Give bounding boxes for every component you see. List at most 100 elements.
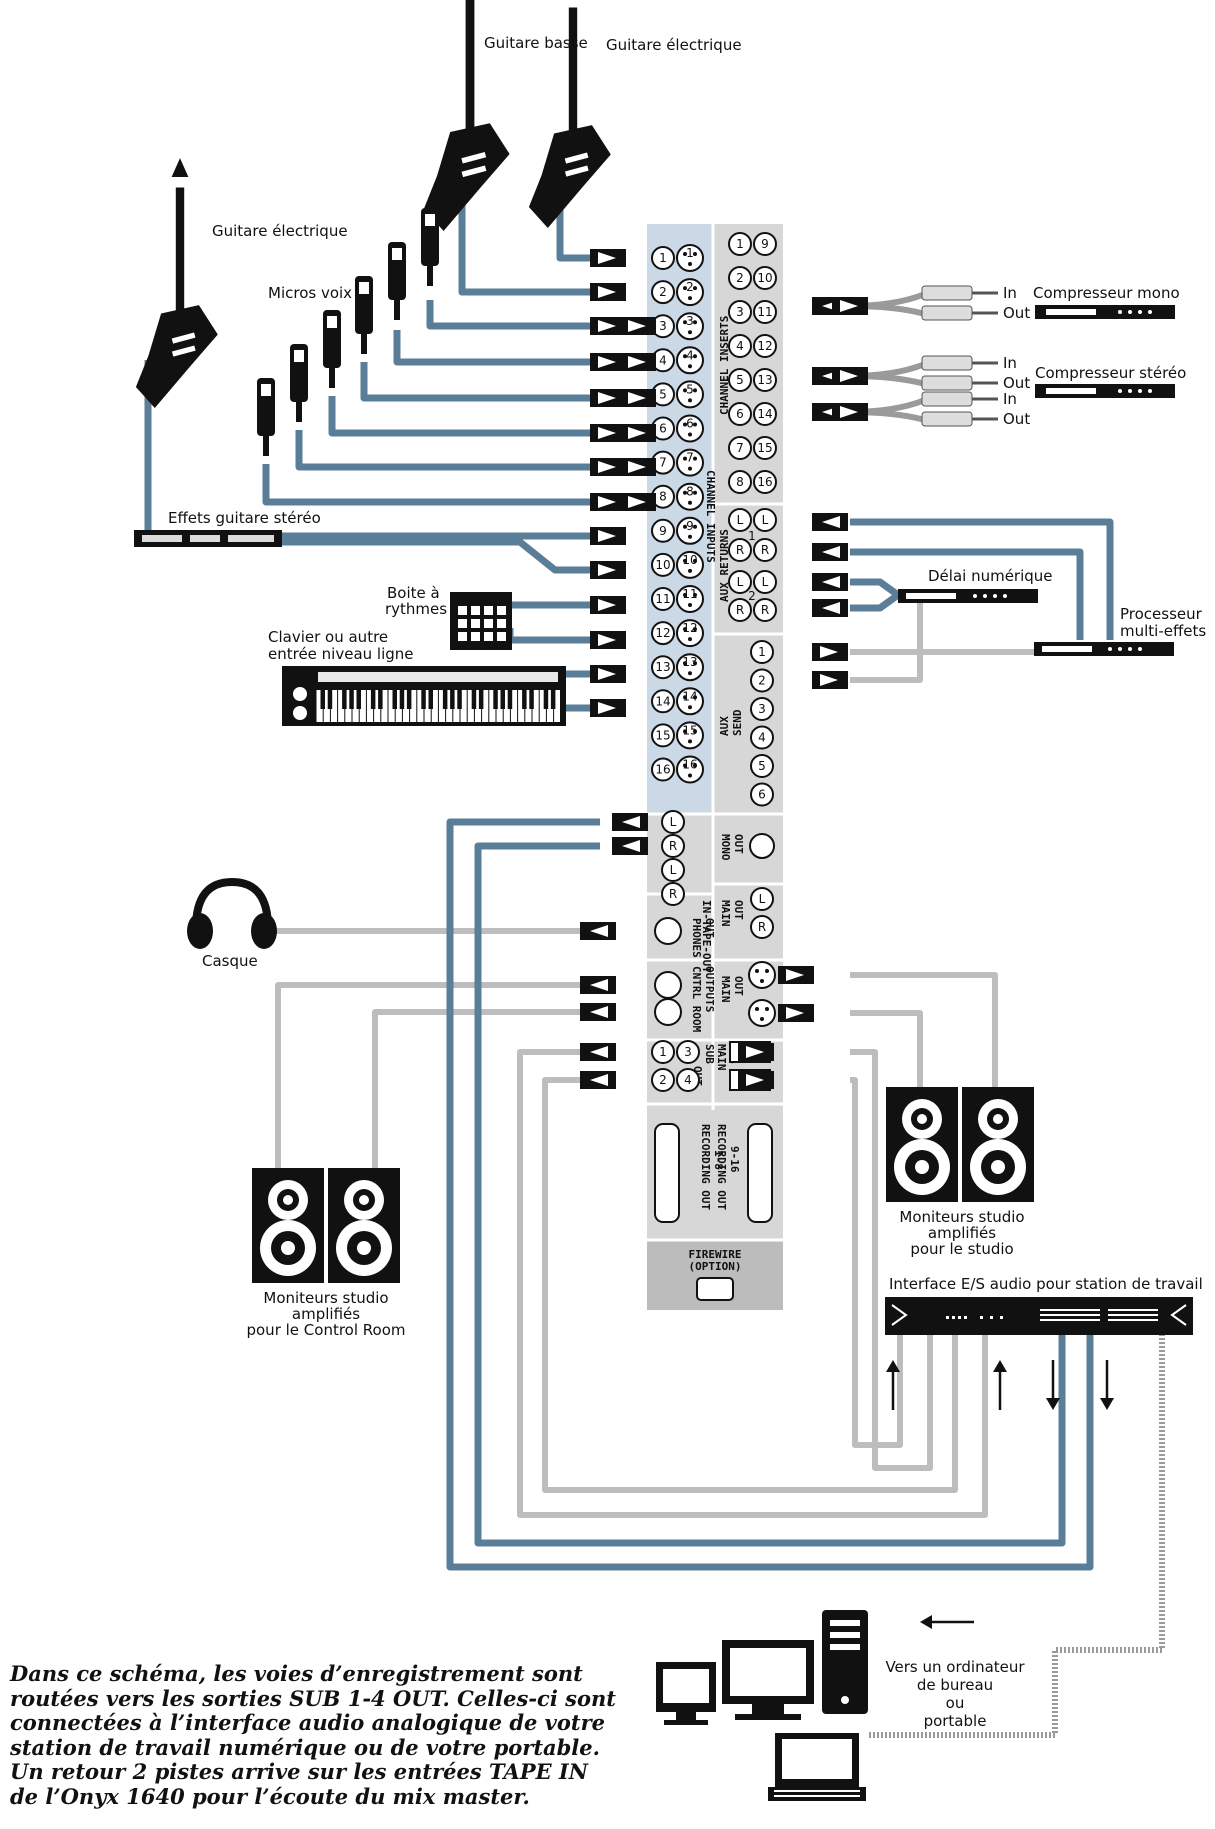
input-plug-sleeve-4	[590, 353, 626, 371]
black-key	[522, 690, 527, 709]
mixer-ports: 1122334455667788991010111112121313141415…	[651, 232, 777, 1092]
input-plug-sleeve-6	[590, 424, 626, 442]
main-out-xlr-label-2: OUT	[732, 976, 745, 996]
label-studio-2: amplifiés	[928, 1224, 996, 1242]
insert-plug-r-2	[832, 403, 868, 421]
cable-main-right	[850, 1010, 923, 1087]
insert-plug-r-1	[832, 367, 868, 385]
label-computer-1: Vers un ordinateur	[885, 1658, 1025, 1676]
label-multifx-2: multi-effets	[1120, 622, 1206, 640]
aux-return-right-0-label: L	[762, 513, 769, 527]
recording-out-2-label: RECORDING OUT	[715, 1124, 728, 1210]
label-stereo-comp: Compresseur stéréo	[1035, 364, 1186, 382]
insert-1	[728, 232, 752, 256]
insert-15-label: 15	[757, 441, 772, 455]
cable-cr-right	[372, 1009, 580, 1168]
line-input-13-label: 13	[655, 660, 670, 674]
line-input-14	[651, 689, 675, 714]
black-key	[457, 690, 462, 709]
cable-mic-3	[360, 362, 620, 402]
aux-return-left-2-label: L	[737, 575, 744, 589]
cable-main-left	[850, 972, 998, 1087]
insert-7	[728, 436, 752, 460]
caption: Dans ce schéma, les voies d’enregistreme…	[10, 1661, 630, 1809]
label-multifx-1: Processeur	[1120, 605, 1203, 623]
insert-plug-r-0	[832, 297, 868, 315]
sub-out-1	[651, 1040, 675, 1064]
line-input-1-label: 1	[659, 251, 667, 265]
label-in-3: In	[1003, 390, 1017, 408]
main-out-xlr-left	[748, 961, 776, 989]
input-plug-sleeve-5	[590, 389, 626, 407]
cable-usb	[868, 1330, 1165, 1738]
mono-out-label: MONO	[719, 834, 732, 861]
recording-out-2-connector	[747, 1123, 773, 1223]
tape-port-3	[661, 882, 685, 906]
black-key	[450, 690, 455, 709]
cr-out-right	[654, 998, 682, 1026]
black-key	[550, 690, 556, 709]
insert-10	[753, 266, 777, 290]
aux-return-right-3	[753, 598, 777, 622]
main-out-xlr-label: MAIN	[719, 976, 732, 1003]
black-key	[421, 690, 426, 709]
line-input-11	[651, 587, 675, 611]
line-input-13	[651, 655, 675, 680]
drum-machine	[450, 592, 512, 650]
main-out-trs-L	[750, 887, 774, 911]
insert-16	[753, 470, 777, 494]
tape-port-0-label: L	[670, 815, 677, 829]
label-computer-4: portable	[924, 1712, 987, 1730]
aux-send-2-label: 2	[758, 674, 766, 688]
cable-mic-1	[426, 300, 620, 330]
aux-send-plug-1	[812, 671, 848, 689]
aux-return-right-2	[753, 570, 777, 594]
label-mono-comp: Compresseur mono	[1033, 284, 1180, 302]
main-out-plug-1	[778, 1004, 814, 1022]
line-input-2	[651, 280, 675, 305]
xlr-input-num-10: 10	[682, 553, 697, 567]
channel-inputs-label: CHANNEL INPUTS	[704, 470, 717, 563]
tape-port-1-label: R	[669, 839, 677, 853]
channel-inserts-label: CHANNEL INSERTS	[718, 316, 731, 415]
caption-line-6: de l’Onyx 1640 pour l’écoute du mix mast…	[10, 1783, 530, 1809]
insert-9	[753, 232, 777, 256]
aux-return-left-3	[728, 598, 752, 622]
insert-3	[728, 300, 752, 324]
black-key	[399, 690, 405, 709]
black-key	[378, 690, 383, 709]
label-out-3: Out	[1003, 410, 1030, 428]
tape-port-2-label: L	[670, 863, 677, 877]
aux-send-3	[750, 697, 774, 721]
xlr-input-num-16: 16	[682, 758, 697, 772]
cable-fx-2	[280, 538, 600, 574]
aux-return-right-1-label: R	[761, 543, 769, 557]
xlr-input-num-5: 5	[686, 382, 694, 396]
black-key	[370, 690, 376, 709]
main-ins-plug-0	[738, 1043, 774, 1061]
xlr-input-num-15: 15	[682, 723, 697, 737]
label-cr-2: amplifiés	[292, 1305, 360, 1323]
insert-6-label: 6	[736, 407, 744, 421]
aux-return-left-0	[728, 508, 752, 532]
xlr-input-num-6: 6	[686, 417, 694, 431]
label-delay: Délai numérique	[928, 567, 1053, 585]
cr-monitor-left	[252, 1168, 324, 1283]
cable-mic-4	[328, 396, 620, 437]
out-plug-left-4	[580, 1071, 616, 1089]
aux-return-left-2	[728, 570, 752, 594]
cable-layer	[144, 195, 1165, 1738]
cable-aux-send-2	[850, 600, 923, 683]
input-plug-sleeve-8	[590, 493, 626, 511]
main-out-trs-label: MAIN	[719, 900, 732, 927]
signal-arrows	[886, 1360, 1114, 1629]
out-plug-left-3	[580, 1043, 616, 1061]
sub-out-3-label: 3	[684, 1045, 692, 1059]
line-input-12-label: 12	[655, 626, 670, 640]
main-ins-plug-1	[738, 1071, 774, 1089]
xlr-input-num-13: 13	[682, 655, 697, 669]
line-input-10	[651, 552, 675, 577]
insert-4	[728, 334, 752, 358]
cable-sub-4	[850, 1077, 903, 1448]
black-key	[327, 690, 333, 709]
